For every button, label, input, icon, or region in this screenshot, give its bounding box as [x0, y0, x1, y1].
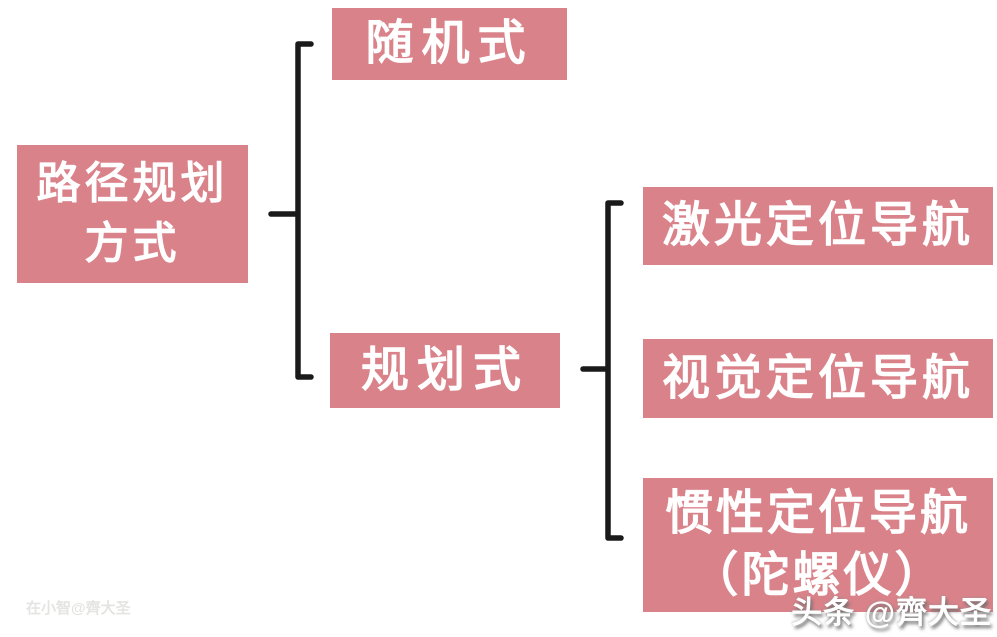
node-path-planning-method: 路径规划 方式: [17, 145, 248, 283]
node-label-line: 路径规划: [36, 159, 229, 208]
bracket-level2: [580, 200, 624, 541]
node-inertial-positioning-nav: 惯性定位导航 （陀螺仪）: [643, 478, 993, 612]
node-label: 规划式: [360, 343, 529, 397]
watermark-faint: 在小智@齊大圣: [26, 600, 131, 617]
node-laser-positioning-nav: 激光定位导航: [643, 187, 993, 265]
node-visual-positioning-nav: 视觉定位导航: [643, 339, 993, 418]
node-label-line: 惯性定位导航: [664, 487, 971, 540]
node-planned-type: 规划式: [330, 333, 560, 408]
node-label: 激光定位导航: [661, 199, 974, 252]
bracket-level1: [268, 41, 314, 380]
node-label: 视觉定位导航: [661, 351, 974, 405]
node-random-type: 随机式: [332, 8, 567, 80]
node-label: 随机式: [365, 17, 534, 70]
watermark-toutiao: 头条 @齊大圣: [791, 595, 992, 630]
node-label-line: 方式: [84, 219, 181, 268]
node-label-line: （陀螺仪）: [690, 549, 946, 602]
